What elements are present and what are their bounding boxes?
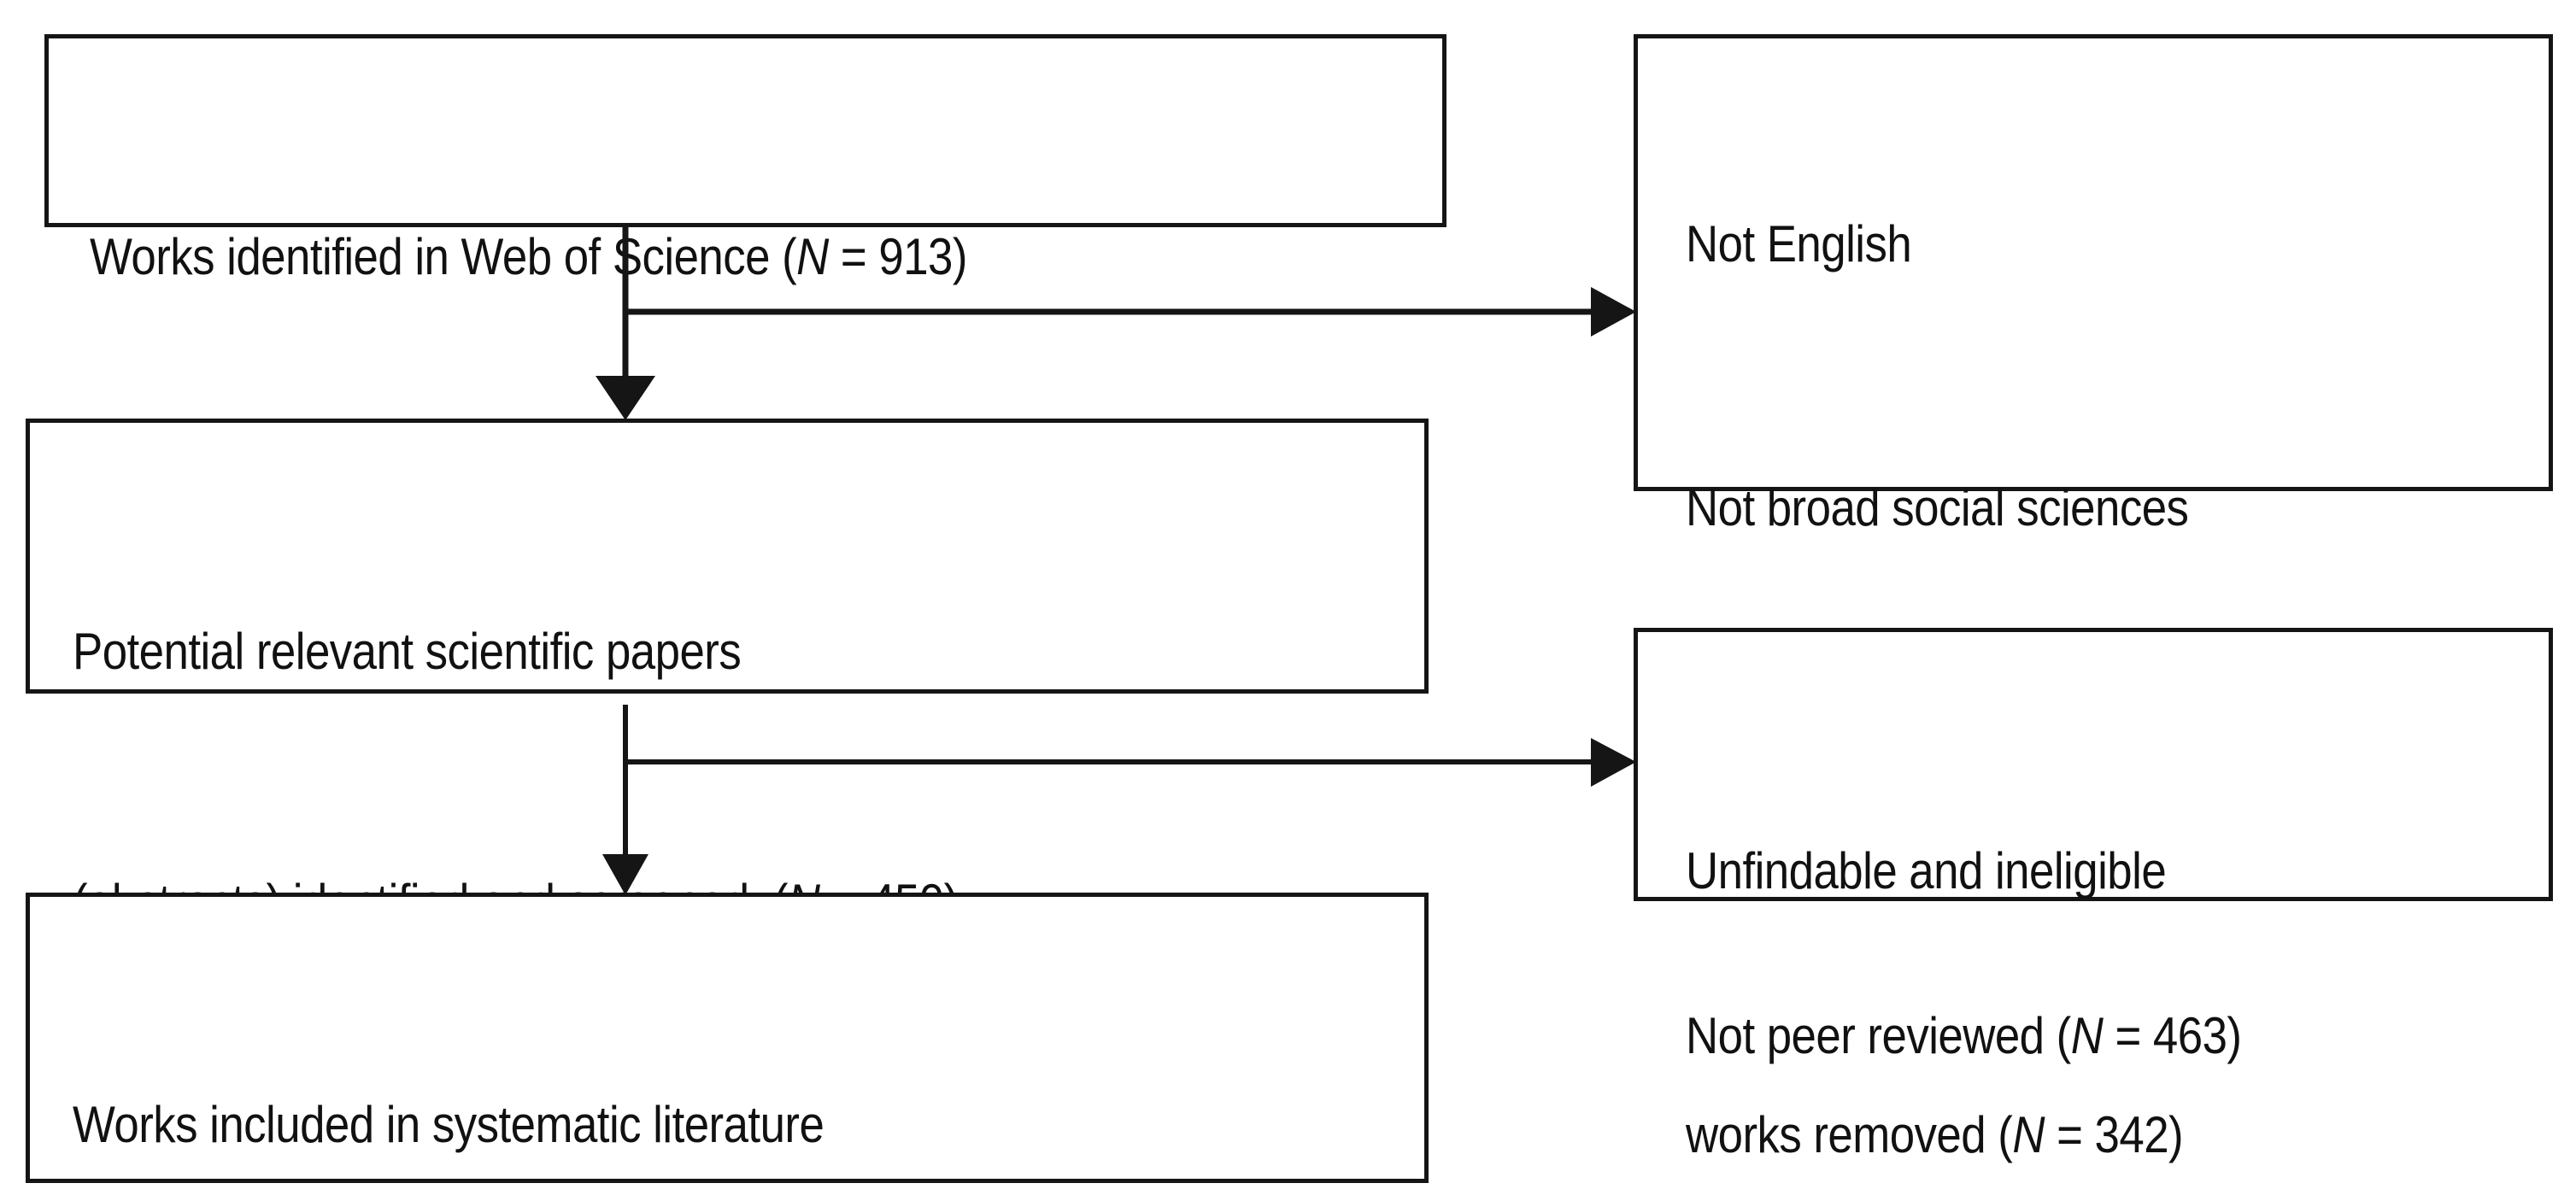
line-text: Works included in systematic literature (73, 1096, 824, 1153)
box-exclusion-criteria (1634, 34, 2553, 491)
text-line: Works included in systematic literature (73, 1083, 1351, 1167)
line-italic-n: N (796, 228, 829, 285)
line-text-tail: = 913) (828, 228, 968, 285)
line-text: works removed ( (1686, 1106, 2013, 1163)
line-text-tail: = 463) (2103, 1007, 2242, 1064)
line-text: Not broad social sciences (1686, 479, 2189, 536)
text-line: Unfindable and ineligible (1686, 827, 2576, 915)
line-text: Potential relevant scientific papers (73, 623, 742, 680)
text-line: Not English (1686, 200, 2576, 288)
box-exclusion-criteria-text: Not English Not broad social sciences Bo… (1686, 24, 2576, 1189)
line-italic-n: N (2012, 1106, 2045, 1163)
text-line: Potential relevant scientific papers (73, 610, 1351, 694)
text-line: works removed (N = 342) (1686, 1091, 2576, 1179)
text-line: Works identified in Web of Science (N = … (90, 215, 1368, 299)
arrow-head-right (1591, 738, 1636, 787)
box-works-included-text: Works included in systematic literature … (73, 916, 1351, 1189)
box-works-identified (44, 34, 1446, 227)
line-italic-n: N (2070, 1007, 2104, 1064)
box-unfindable-removed (1634, 628, 2553, 901)
box-works-identified-text: Works identified in Web of Science (N = … (90, 48, 1368, 466)
text-line: Not broad social sciences (1686, 464, 2576, 552)
line-text: Works identified in Web of Science ( (90, 228, 797, 285)
box-potential-relevant-papers (26, 419, 1429, 694)
box-works-included (26, 893, 1429, 1183)
box-unfindable-removed-text: Unfindable and ineligible works removed … (1686, 651, 2576, 1189)
line-text: Not English (1686, 215, 1912, 272)
line-text: Unfindable and ineligible (1686, 842, 2167, 899)
arrow-head-right (1591, 287, 1636, 337)
line-text: Not peer reviewed ( (1686, 1007, 2071, 1064)
line-text-tail: = 342) (2044, 1106, 2184, 1163)
text-line: Not peer reviewed (N = 463) (1686, 992, 2576, 1080)
